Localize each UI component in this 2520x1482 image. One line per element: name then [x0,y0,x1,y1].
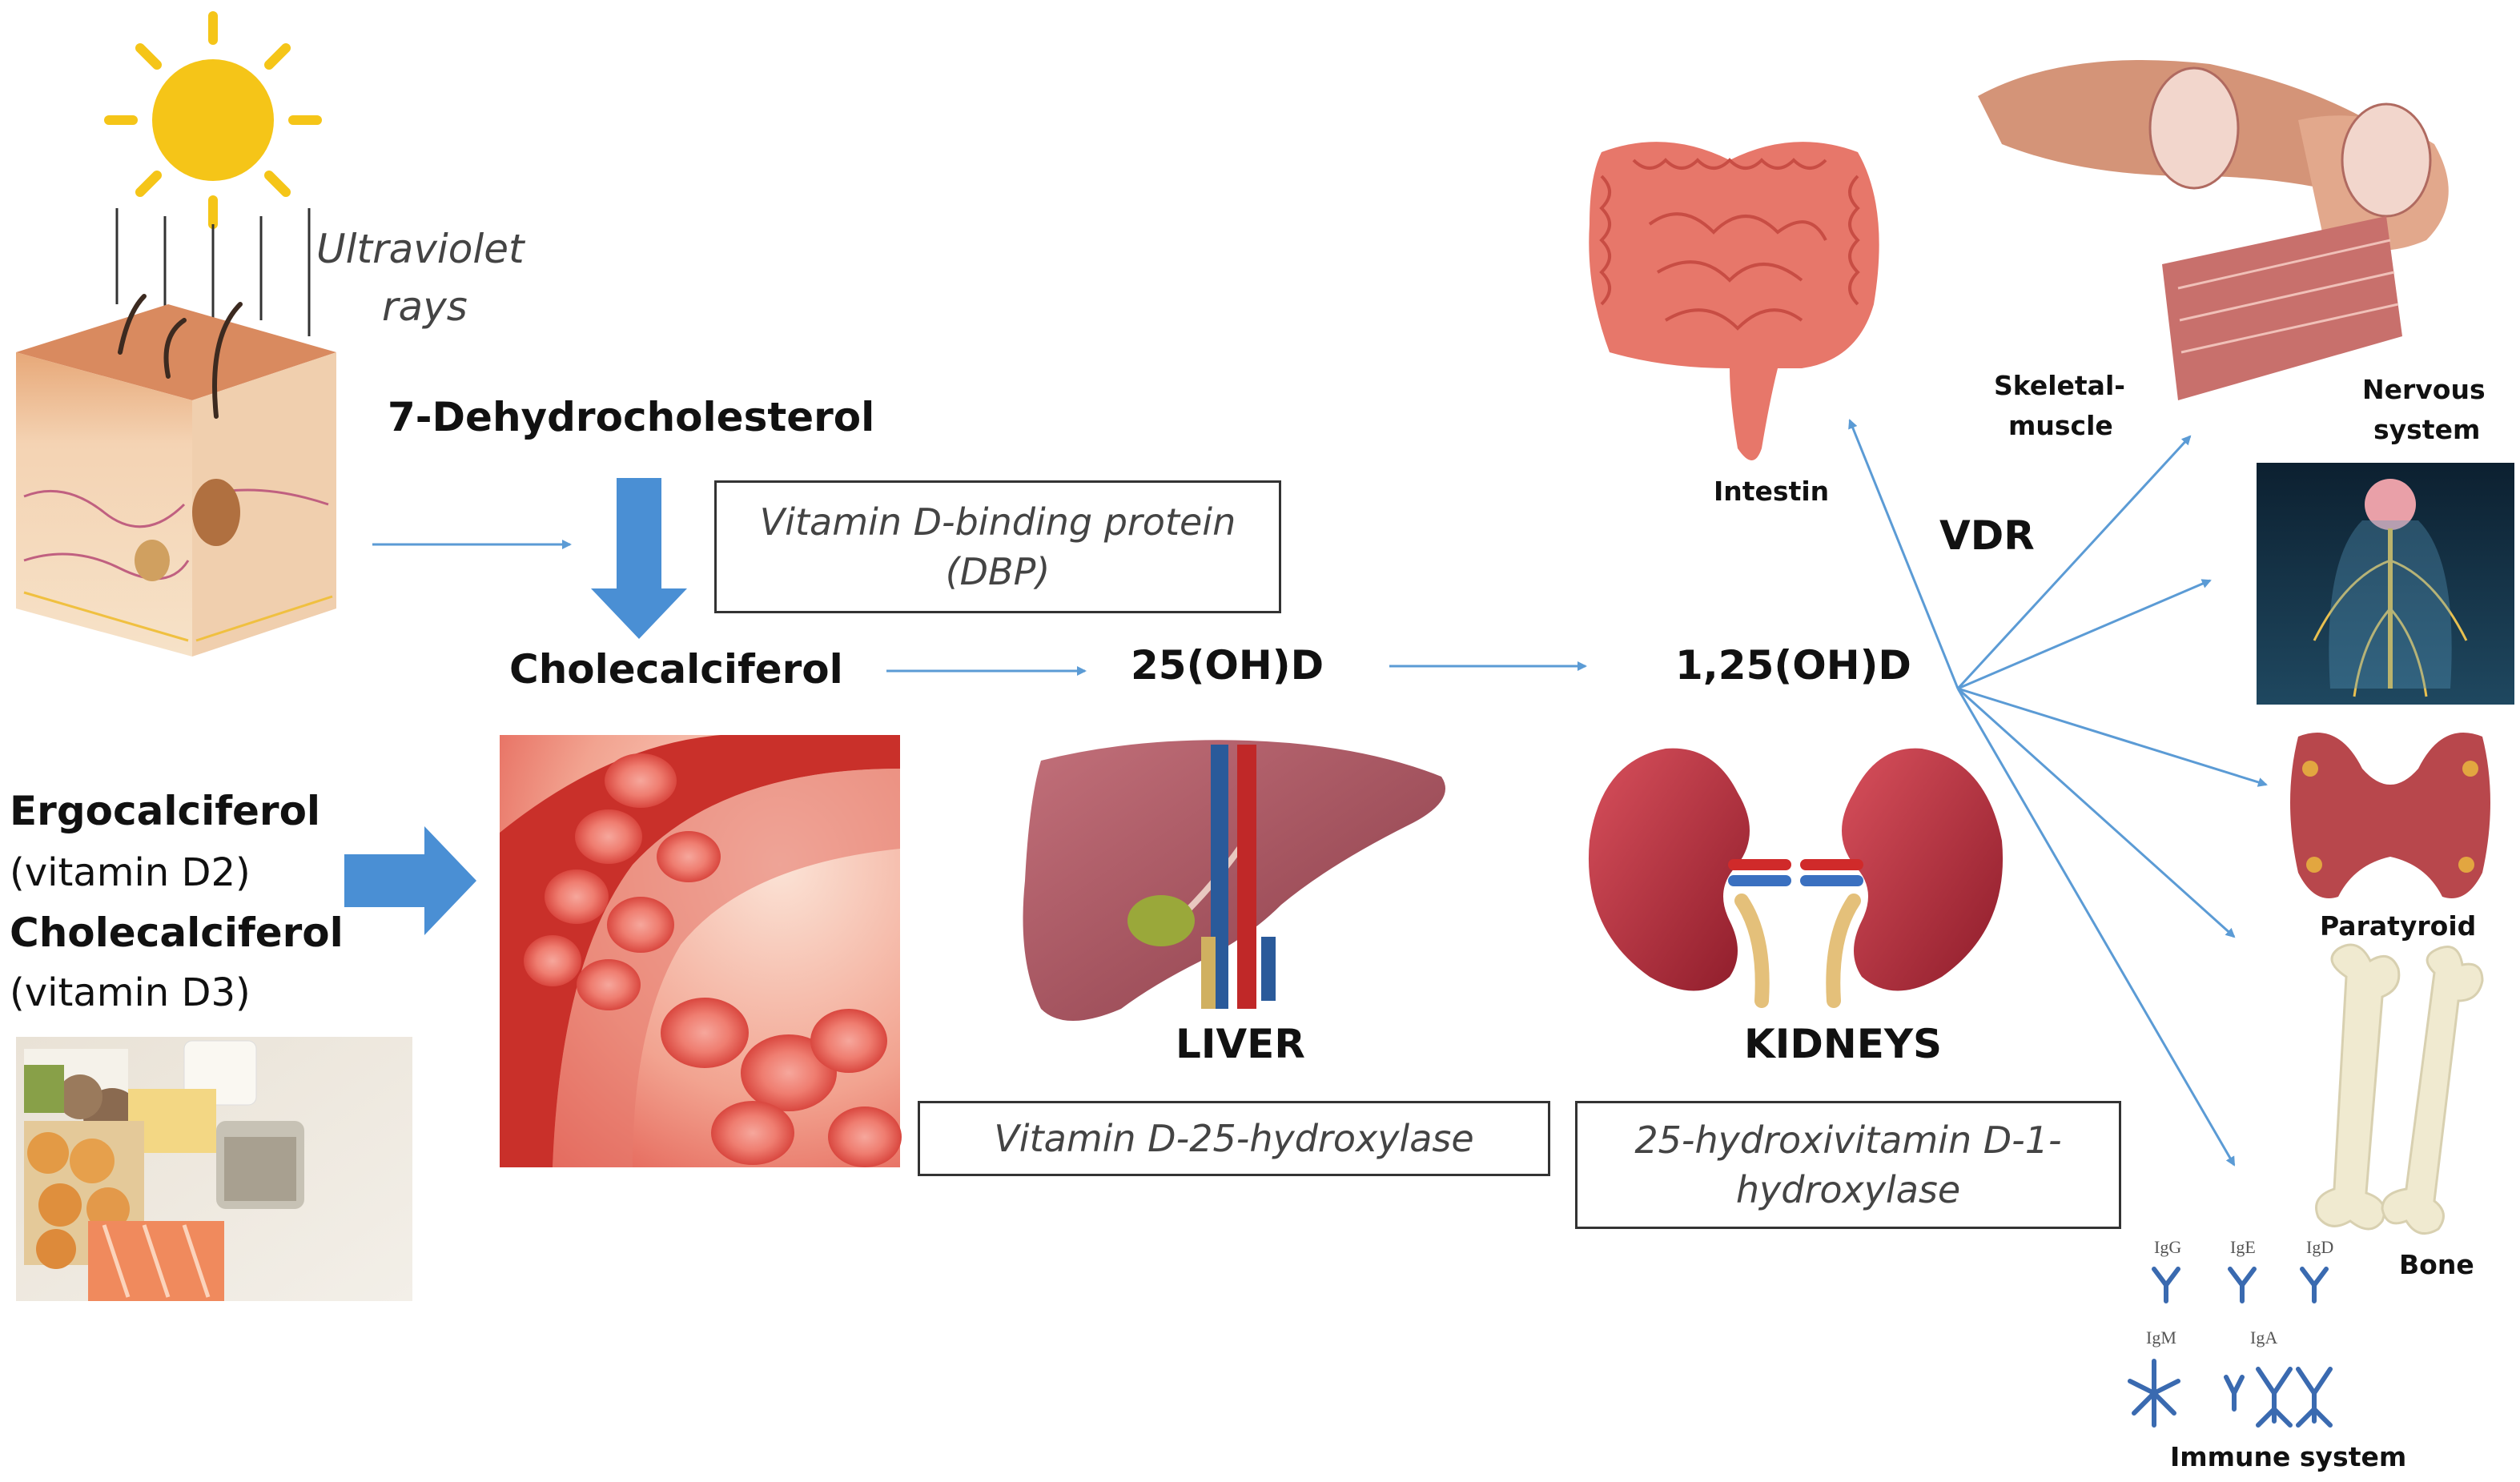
dehydrocholesterol-label: 7-Dehydrocholesterol [388,394,875,440]
vdr-label: VDR [1939,512,2035,559]
intestine-image [1589,142,1879,460]
hydroxylase1-box-line1: 25-hydroxivitamin D-1- [1634,1119,2062,1162]
antibody-label: IgE [2230,1237,2256,1257]
immune-system-label: Immune system [2170,1441,2407,1472]
parathyroid-image [2290,733,2490,898]
kidneys-label: KIDNEYS [1744,1021,1943,1067]
hydroxylase1-box-line2: hydroxylase [1735,1168,1961,1211]
blood-vessel-image [500,735,902,1167]
uv-ray-lines [115,208,311,336]
vdr-arrows [1848,419,2268,1167]
skin-cross-section-image [16,294,336,657]
vitamin-d3-label: (vitamin D3) [10,970,251,1015]
125ohd-label: 1,25(OH)D [1675,642,1911,689]
hydroxylase1-box: 25-hydroxivitamin D-1- hydroxylase [1575,1101,2121,1229]
dietary-cholecalciferol-label: Cholecalciferol [10,910,344,956]
dbp-box: Vitamin D-binding protein (DBP) [714,480,1281,613]
sun-icon [104,11,322,229]
uv-label-line2: rays [382,283,468,330]
antibody-label: IgD [2306,1237,2333,1257]
dbp-box-line2: (DBP) [945,550,1051,593]
antibody-label: IgG [2154,1237,2181,1257]
hydroxylase25-box-line1: Vitamin D-25-hydroxylase [994,1117,1474,1160]
bone-image [2315,943,2484,1235]
kidneys-image [1588,748,2004,1008]
antibody-label: IgA [2250,1327,2277,1347]
vitamin-d2-label: (vitamin D2) [10,850,251,895]
nervous-system-label-line1: Nervous [2362,374,2486,405]
skeletal-muscle-label-line2: muscle [2008,410,2113,441]
nervous-system-label-line2: system [2373,414,2481,445]
cholecalciferol-label: Cholecalciferol [509,646,843,693]
nervous-system-image [2257,463,2514,705]
skeletal-muscle-image [1978,60,2449,400]
uv-label-line1: Ultraviolet [316,226,524,272]
food-image [16,1037,412,1301]
bone-label: Bone [2399,1249,2474,1280]
hydroxylase25-box: Vitamin D-25-hydroxylase [918,1101,1550,1176]
dbp-box-line1: Vitamin D-binding protein [759,500,1236,544]
intestin-label: Intestin [1714,476,1830,507]
paratyroid-label: Paratyroid [2320,910,2477,942]
liver-label: LIVER [1176,1021,1305,1067]
skeletal-muscle-label-line1: Skeletal- [1994,370,2125,401]
right-block-arrow [344,826,476,935]
immune-system-image: IgG IgE IgD IgM IgA [2128,1237,2333,1428]
antibody-label: IgM [2146,1327,2176,1347]
down-block-arrow [591,478,687,639]
25ohd-label: 25(OH)D [1131,642,1324,689]
liver-image [1023,740,1445,1021]
ergocalciferol-label: Ergocalciferol [10,788,321,834]
